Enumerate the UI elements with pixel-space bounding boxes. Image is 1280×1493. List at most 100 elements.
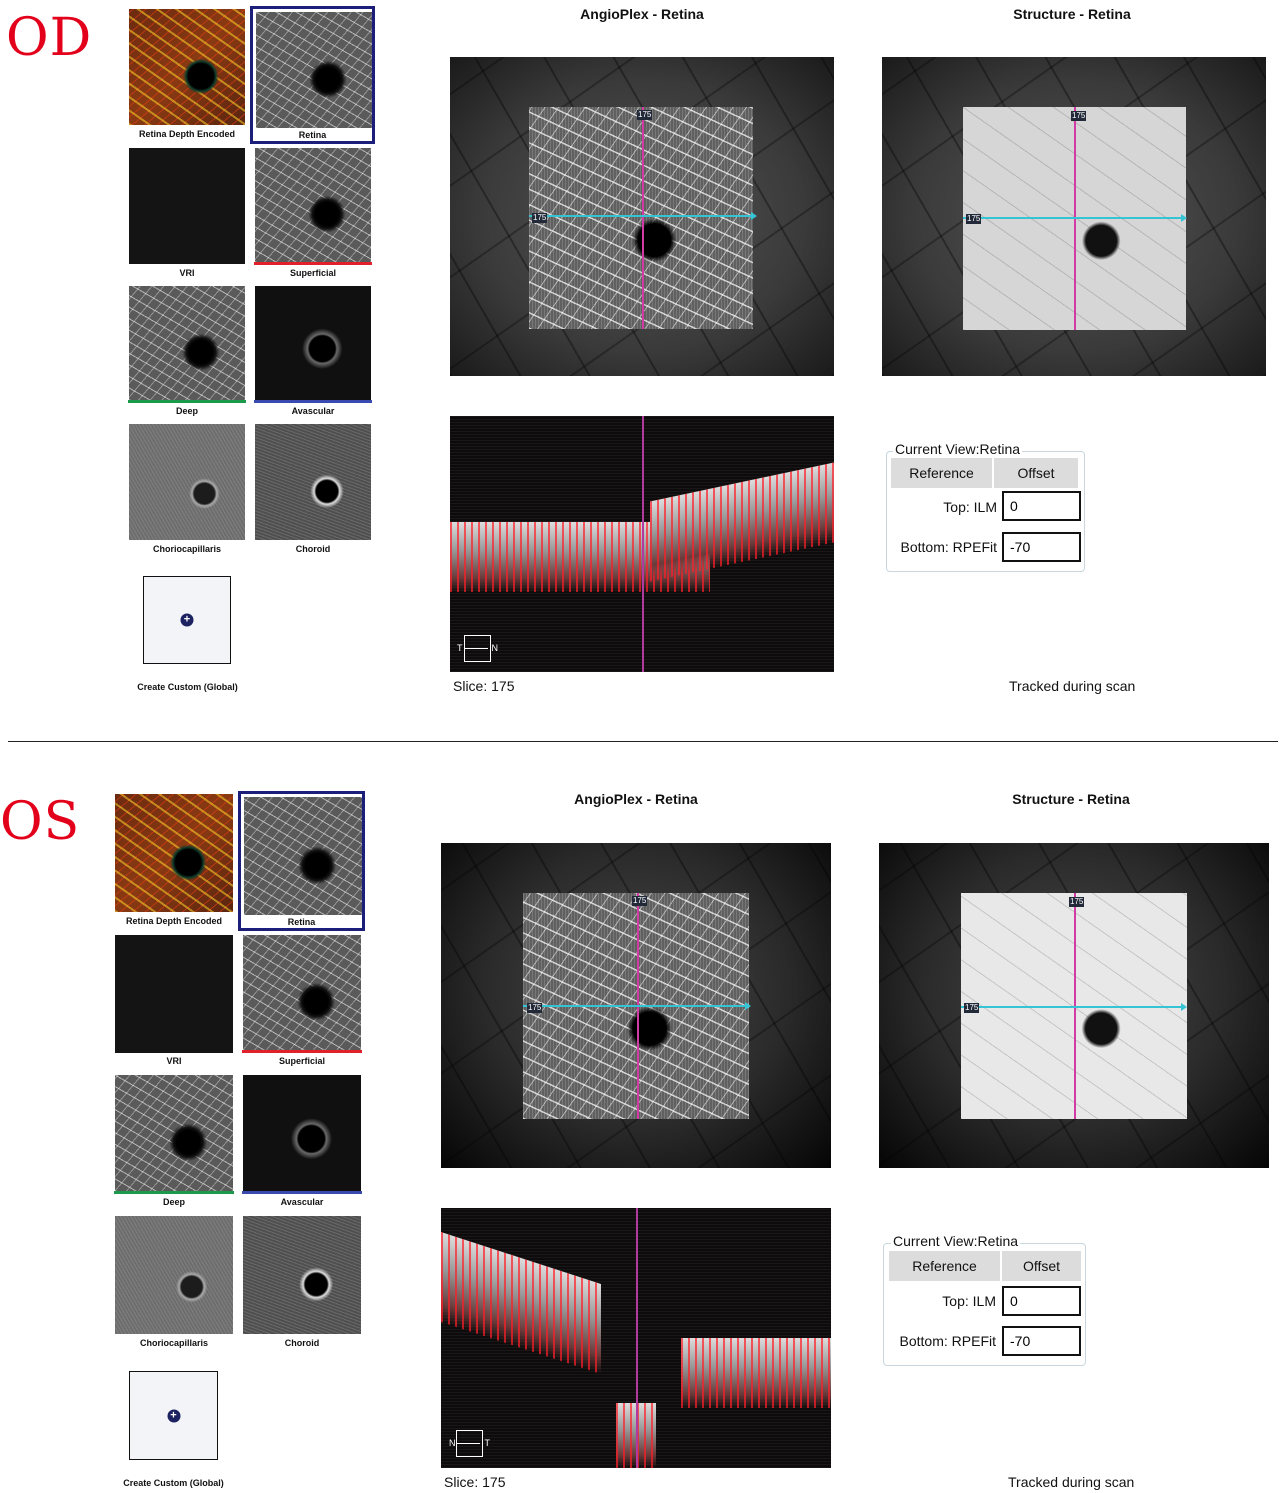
thumb-avascular[interactable]: Avascular [242,1075,362,1209]
bscan-image[interactable]: T N [450,416,834,672]
horizontal-scan-line[interactable] [523,1002,751,1010]
orientation-indicator: N T [449,1430,490,1457]
plus-icon: + [167,1409,180,1422]
reference-header: Reference [889,1251,1000,1281]
thumb-avascular[interactable]: Avascular [254,286,372,419]
thumb-vri[interactable]: VRI [129,148,245,281]
thumb-label: Superficial [289,268,336,278]
thumb-label: Retina Depth Encoded [138,129,235,139]
horizontal-scan-line[interactable] [961,1003,1187,1011]
orientation-right: T [484,1438,491,1448]
retina-layer [681,1338,831,1408]
thumb-deep[interactable]: Deep [128,286,246,419]
structure-image[interactable]: 175 175 [882,57,1266,376]
horizontal-scan-line[interactable] [963,214,1187,222]
retina-image [256,12,372,128]
arrow-right-icon [457,1443,480,1444]
angioplex-title: AngioPlex - Retina [574,791,698,807]
arrow-right-icon [1181,214,1187,222]
thumb-choriocapillaris[interactable]: Choriocapillaris [115,1216,233,1350]
thumb-superficial[interactable]: Superficial [242,935,362,1069]
plus-icon: + [180,613,194,627]
create-custom-button[interactable]: + [143,576,231,664]
eye-label-os: OS [0,792,81,852]
thumb-label: Avascular [291,406,335,416]
vri-image [129,148,245,264]
thumb-label: Deep [175,406,198,416]
angioplex-image[interactable]: 175 175 [450,57,834,376]
horizontal-slice-tag: 175 [964,1003,980,1013]
bottom-offset-input[interactable] [1002,532,1081,562]
choriocapillaris-image [115,1216,233,1334]
create-custom-label: Create Custom (Global) [137,682,238,692]
retina-image [244,797,362,915]
horizontal-slice-tag: 175 [532,213,548,223]
horizontal-scan-line[interactable] [529,212,757,220]
thumb-choroid[interactable]: Choroid [255,424,371,557]
choroid-image [243,1216,361,1334]
thumb-label: Choroid [295,544,331,554]
avascular-image [243,1075,361,1191]
horizontal-slice-tag: 175 [966,214,982,224]
current-view-legend: Current View:Retina [893,441,1023,457]
reference-header: Reference [891,458,992,488]
current-view-panel: Reference Offset Top: ILM Bottom: RPEFit [883,1243,1086,1366]
top-reference-label: Top: ILM [942,1293,996,1309]
thumb-choriocapillaris[interactable]: Choriocapillaris [129,424,245,557]
structure-image[interactable]: 175 175 [879,843,1269,1168]
thumb-choroid[interactable]: Choroid [243,1216,361,1350]
orientation-indicator: T N [457,635,498,662]
thumb-label: Retina [298,130,327,140]
thumb-retina[interactable]: Retina [238,791,365,931]
current-view-panel: Reference Offset Top: ILM Bottom: RPEFit [886,451,1085,572]
thumb-deep[interactable]: Deep [114,1075,234,1209]
thumb-label: Choriocapillaris [139,1338,209,1348]
thumb-superficial[interactable]: Superficial [254,148,372,281]
vertical-position-line[interactable] [636,1208,638,1468]
thumb-retina[interactable]: Retina [250,6,375,144]
thumb-label: Avascular [280,1197,324,1207]
tracking-status: Tracked during scan [1008,1474,1135,1490]
arrow-right-icon [745,1002,751,1010]
vertical-scan-line[interactable] [642,107,644,329]
arrow-right-icon [465,648,488,649]
deep-image [115,1075,233,1191]
deep-underline [114,1191,234,1194]
thumb-retina-depth-encoded[interactable]: Retina Depth Encoded [129,9,245,142]
vertical-slice-tag: 175 [1069,897,1085,907]
orientation-left: N [449,1438,456,1448]
bottom-reference-label: Bottom: RPEFit [899,1333,996,1349]
eye-label-od: OD [6,8,93,68]
orientation-left: T [457,643,463,653]
top-reference-label: Top: ILM [943,499,997,515]
top-offset-input[interactable] [1002,491,1081,521]
top-offset-input[interactable] [1002,1286,1081,1316]
vertical-slice-tag: 175 [1071,111,1087,121]
current-view-legend: Current View:Retina [891,1233,1021,1249]
offset-header: Offset [1002,1251,1081,1281]
horizontal-slice-tag: 175 [527,1003,543,1013]
vertical-position-line[interactable] [642,416,644,672]
retina-depth-encoded-image [115,794,233,912]
bottom-offset-input[interactable] [1002,1326,1081,1356]
superficial-underline [254,262,372,265]
orientation-right: N [491,643,499,653]
vri-image [115,935,233,1053]
thumb-label: VRI [166,1056,182,1066]
arrow-right-icon [751,212,757,220]
thumb-vri[interactable]: VRI [115,935,233,1069]
thumb-retina-depth-encoded[interactable]: Retina Depth Encoded [115,794,233,928]
create-custom-label: Create Custom (Global) [123,1478,224,1488]
angioplex-image[interactable]: 175 175 [441,843,831,1168]
bscan-image[interactable]: N T [441,1208,831,1468]
retina-depth-encoded-image [129,9,245,125]
avascular-image [255,286,371,400]
avascular-underline [242,1191,362,1194]
create-custom-button[interactable]: + [129,1371,218,1460]
deep-underline [128,400,246,403]
vertical-slice-tag: 175 [637,110,653,120]
arrow-right-icon [1181,1003,1187,1011]
section-divider [8,741,1278,742]
retina-layer [441,1232,601,1374]
thumb-label: Retina Depth Encoded [125,916,222,926]
